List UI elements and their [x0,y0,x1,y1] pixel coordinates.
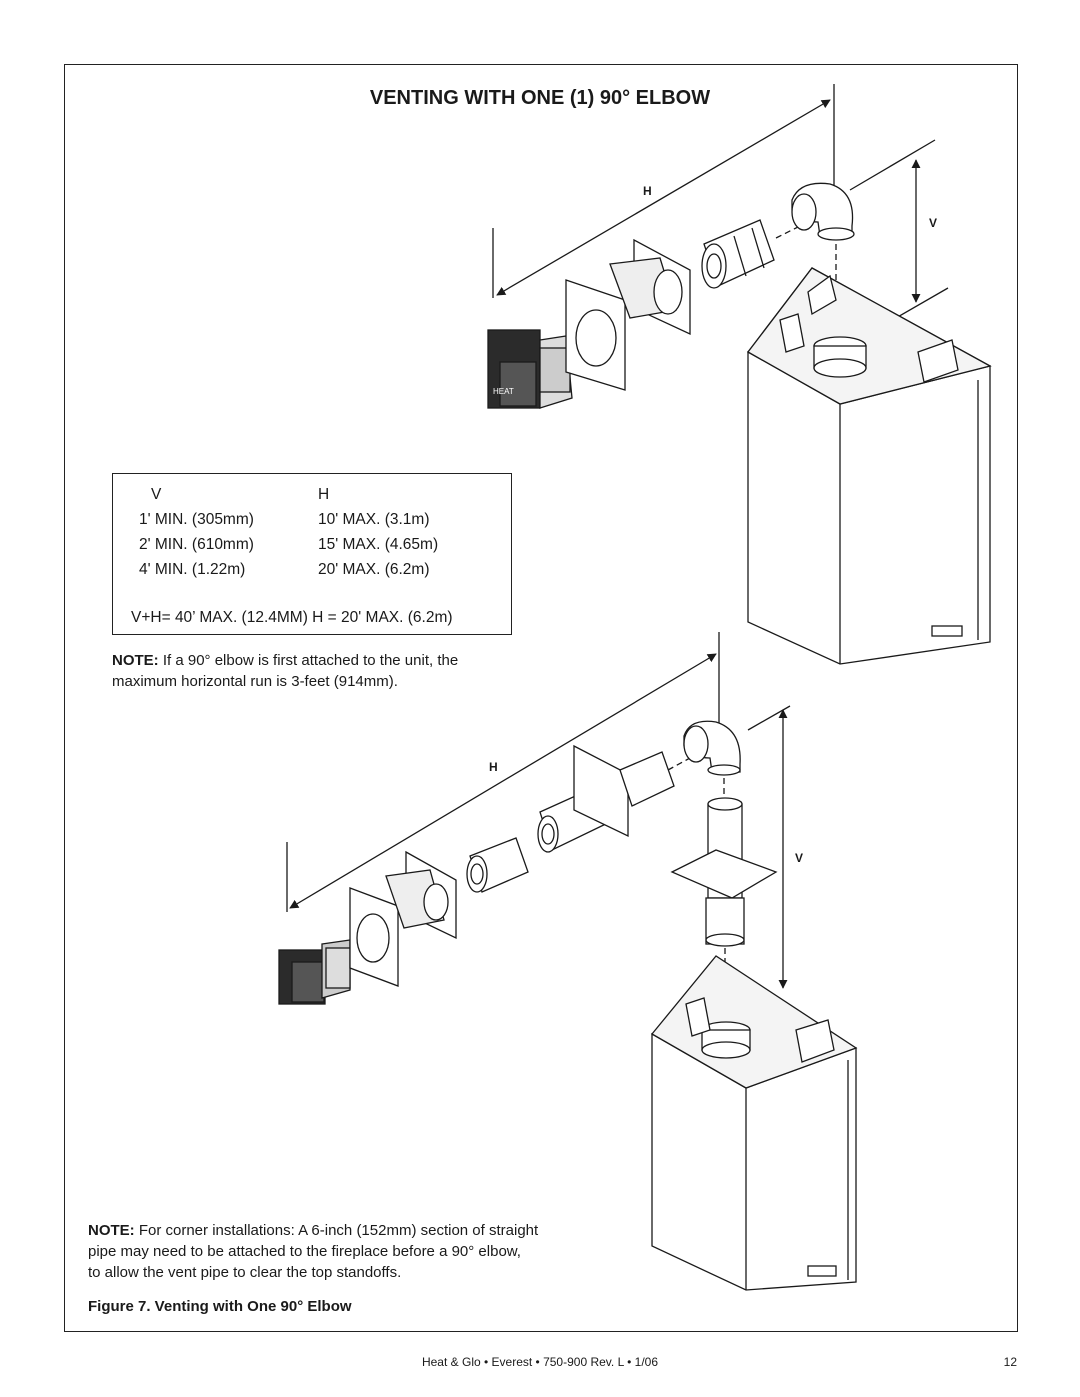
note-text: For corner installations: A 6-inch (152m… [134,1222,539,1239]
spec-v-value: 2' MIN. (610mm) [139,536,254,553]
note-text: to allow the vent pipe to clear the top … [88,1264,402,1281]
clearance-spec-table: V H 1' MIN. (305mm) 10' MAX. (3.1m) 2' M… [112,473,512,635]
note-horizontal-run: NOTE: If a 90° elbow is first attached t… [112,650,458,692]
spec-h-value: 15' MAX. (4.65m) [318,536,439,553]
bottom-wall-plate [349,887,399,987]
page-footer: Heat & Glo • Everest • 750-900 Rev. L • … [421,1355,659,1369]
bottom-wall-thimble [573,744,675,838]
note-text: pipe may need to be attached to the fire… [88,1243,521,1260]
top-wall-plate [565,279,626,391]
page-number: 12 [1003,1355,1017,1369]
bottom-pipe-section-1 [466,837,529,893]
bottom-firestop [385,850,457,940]
bottom-h-label: H [489,760,498,774]
top-termination-cap: HEAT [487,329,573,409]
top-vent-pipe [701,219,775,289]
brand-mark: HEAT [493,387,514,396]
top-h-dimension-line [496,99,831,296]
spec-h-value: 10' MAX. (3.1m) [318,511,430,528]
top-elbow [791,182,855,241]
note-text: maximum horizontal run is 3-feet (914mm)… [112,673,398,690]
bottom-fireplace-unit [651,955,858,1291]
page-frame [64,64,1018,1332]
note-text: If a 90° elbow is first attached to the … [158,652,459,669]
note-label: NOTE: [88,1222,135,1239]
bottom-v-extension-upper [747,705,791,731]
bottom-diagram [278,632,858,1291]
spec-header-row: V H [113,486,511,508]
bottom-v-label: V [795,851,804,865]
top-h-label: H [643,184,652,198]
bottom-termination-cap [278,939,351,1005]
top-v-extension-upper [849,139,936,191]
bottom-elbow [683,720,741,776]
spec-header-h: H [318,486,330,503]
top-firestop [609,238,691,336]
top-v-label: V [929,216,938,230]
spec-row: 1' MIN. (305mm) 10' MAX. (3.1m) [113,511,511,533]
spec-total: V+H= 40’ MAX. (12.4MM) H = 20' MAX. (6.2… [131,609,453,626]
bottom-h-dimension-line [289,653,717,909]
spec-row: 4' MIN. (1.22m) 20' MAX. (6.2m) [113,561,511,583]
spec-h-value: 20' MAX. (6.2m) [318,561,430,578]
spec-row: 2' MIN. (610mm) 15' MAX. (4.65m) [113,536,511,558]
top-diagram: HEAT [487,84,992,665]
note-label: NOTE: [112,652,159,669]
spec-v-value: 1' MIN. (305mm) [139,511,254,528]
bottom-vertical-pipe [670,797,778,947]
top-fireplace-unit [747,267,992,665]
spec-header-v: V [151,486,162,503]
spec-v-value: 4' MIN. (1.22m) [139,561,246,578]
figure-caption: Figure 7. Venting with One 90° Elbow [88,1298,352,1315]
note-corner-installations: NOTE: For corner installations: A 6-inch… [88,1220,538,1283]
